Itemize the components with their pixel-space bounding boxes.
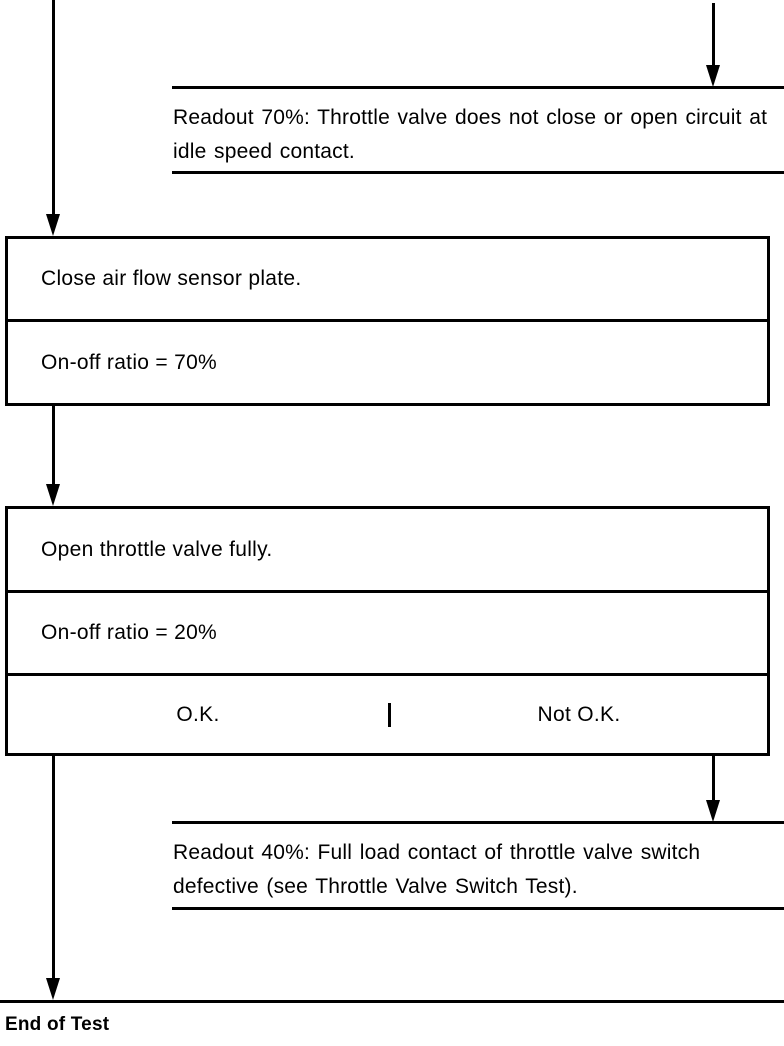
note-readout-40: Readout 40%: Full load contact of thrott… [172,821,784,910]
branch-not-ok-label: Not O.K. [537,702,621,726]
arrow-shaft [52,0,55,216]
arrow-head [706,800,720,822]
step-box-close-air-flow-sensor-plate: Close air flow sensor plate. On-off rati… [5,236,770,406]
arrow-head [46,214,60,236]
step-box-open-throttle-valve-fully: Open throttle valve fully. On-off ratio … [5,506,770,756]
step-branch-row: O.K. Not O.K. [8,673,767,753]
note-readout-70: Readout 70%: Throttle valve does not clo… [172,86,784,174]
step-result-row: On-off ratio = 20% [8,590,767,673]
end-of-test-label: End of Test [5,1014,110,1035]
step-action-row: Close air flow sensor plate. [8,239,767,319]
arrow-shaft [712,3,715,67]
arrow-shaft [52,406,55,486]
step-action-label: Close air flow sensor plate. [41,267,302,290]
step-result-label: On-off ratio = 70% [41,350,218,374]
note-readout-70-text: Readout 70%: Throttle valve does not clo… [173,106,768,163]
arrow-head [706,65,720,87]
arrow-head [46,978,60,1000]
step-action-label: Open throttle valve fully. [41,537,273,561]
arrow-shaft [52,756,55,980]
arrow-shaft [712,756,715,802]
branch-cell-not-ok: Not O.K. [388,702,767,727]
note-readout-40-text: Readout 40%: Full load contact of thrott… [173,841,701,898]
step-result-label: On-off ratio = 20% [41,621,218,644]
branch-ok-label: O.K. [176,702,220,726]
arrow-head [46,484,60,506]
step-result-row: On-off ratio = 70% [8,319,767,403]
branch-cell-ok: O.K. [8,703,388,727]
step-action-row: Open throttle valve fully. [8,509,767,590]
end-of-test-rule [0,1000,784,1003]
